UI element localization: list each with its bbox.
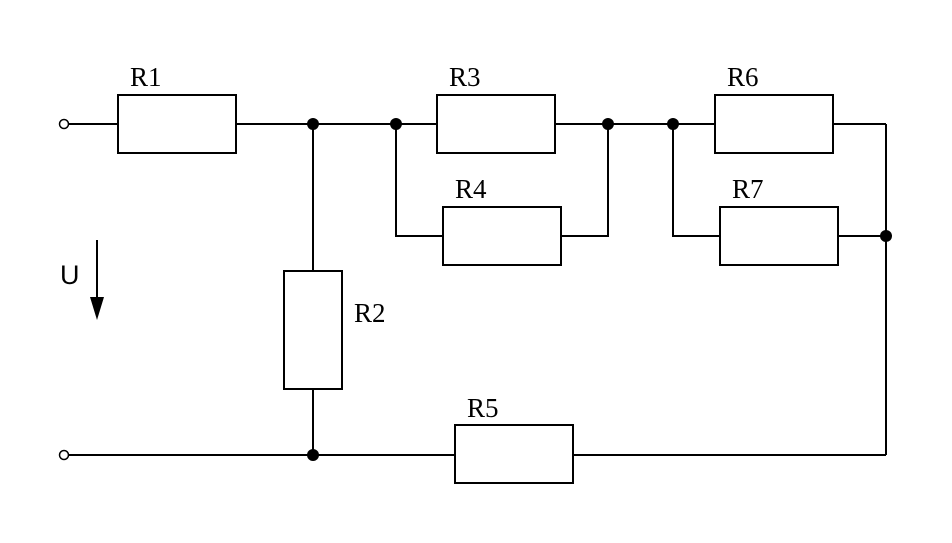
node-r2-r5 — [307, 449, 319, 461]
node-r1-r2 — [307, 118, 319, 130]
terminals — [58, 118, 70, 461]
resistor-r1 — [117, 94, 237, 154]
label-r5: R5 — [467, 393, 499, 423]
terminal-bottom — [58, 449, 70, 461]
node-r6-r7-right — [880, 230, 892, 242]
label-r2: R2 — [354, 298, 386, 328]
wires — [68, 123, 887, 456]
label-voltage: U — [60, 260, 80, 290]
resistor-r6 — [714, 94, 834, 154]
resistor-r5 — [454, 424, 574, 484]
label-r1: R1 — [130, 62, 162, 92]
resistors — [117, 94, 839, 484]
resistor-r4 — [442, 206, 562, 266]
labels: R1 R3 R4 R6 R7 R2 R5 U — [60, 62, 764, 423]
junction-nodes — [307, 118, 892, 461]
label-r6: R6 — [727, 62, 759, 92]
label-r4: R4 — [455, 174, 487, 204]
node-r3-r4-right — [602, 118, 614, 130]
node-r6-r7-left — [667, 118, 679, 130]
wire-r4-right — [561, 124, 609, 237]
resistor-r3 — [436, 94, 556, 154]
label-r7: R7 — [732, 174, 764, 204]
label-r3: R3 — [449, 62, 481, 92]
resistor-r2 — [283, 270, 343, 390]
node-r3-r4-left — [390, 118, 402, 130]
wire-r4-left — [395, 124, 443, 237]
resistor-r7 — [719, 206, 839, 266]
wire-r7-left — [672, 124, 720, 237]
voltage-arrow-icon — [90, 240, 104, 320]
terminal-top — [58, 118, 70, 130]
